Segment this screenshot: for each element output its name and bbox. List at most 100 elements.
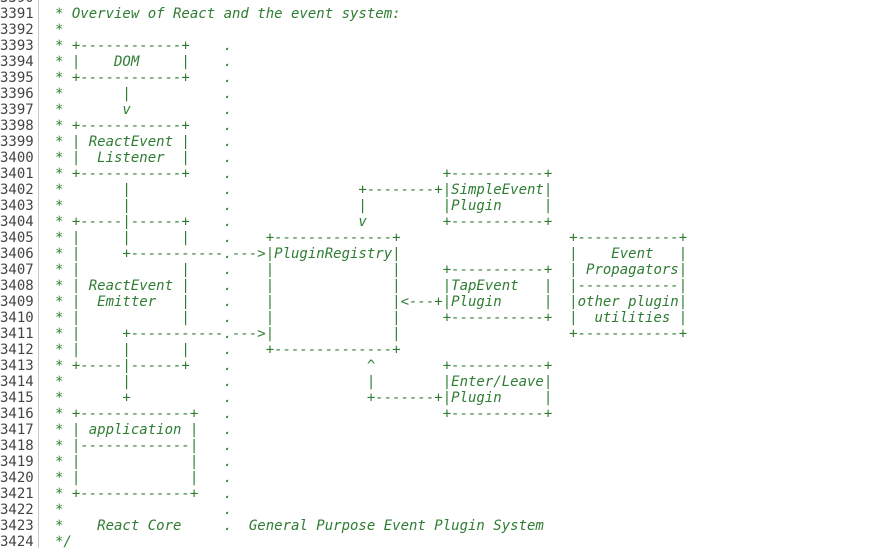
comment-text[interactable]: * <box>55 22 64 38</box>
code-line[interactable]: 3413* +-----|------+ . ^ +-----------+ <box>0 358 883 374</box>
line-number: 3390 <box>0 0 38 6</box>
gutter-divider <box>38 374 39 390</box>
code-line[interactable]: 3414 * | . | |Enter/Leave| <box>0 374 883 390</box>
code-line[interactable]: 3393* +------------+ . <box>0 38 883 54</box>
line-number: 3417 <box>0 422 34 438</box>
code-line[interactable]: 3408* | ReactEvent | . | | |TapEvent | |… <box>0 278 883 294</box>
line-number: 3411 <box>0 326 34 342</box>
comment-text[interactable]: * React Core . General Purpose Event Plu… <box>55 518 544 534</box>
code-line[interactable]: 3423* React Core . General Purpose Event… <box>0 518 883 534</box>
comment-text[interactable]: * + . +-------+|Plugin | <box>55 390 553 406</box>
code-line[interactable]: 3394 * | DOM | . <box>0 54 883 70</box>
code-line[interactable]: 3390* <box>0 0 883 6</box>
line-number: 3422 <box>0 502 34 518</box>
code-line[interactable]: 3398* +------------+ . <box>0 118 883 134</box>
gutter-divider <box>38 246 39 262</box>
gutter-divider <box>38 86 39 102</box>
code-line[interactable]: 3419* | | . <box>0 454 883 470</box>
comment-text[interactable]: * +------------+ . <box>55 70 233 86</box>
gutter-divider <box>38 198 39 214</box>
comment-text[interactable]: * | +-----------.--->|PluginRegistry| | … <box>55 246 688 262</box>
code-line[interactable]: 3397* v . <box>0 102 883 118</box>
code-line[interactable]: 3400 * | Listener | . <box>0 150 883 166</box>
code-line[interactable]: 3401* +------------+ . +-----------+ <box>0 166 883 182</box>
comment-text[interactable]: * +-----|------+ . ^ +-----------+ <box>55 358 553 374</box>
line-number: 3396 <box>0 86 34 102</box>
gutter-divider <box>38 486 39 502</box>
comment-text[interactable]: * +------------+ . <box>55 118 233 134</box>
line-number: 3405 <box>0 230 34 246</box>
gutter-divider <box>38 230 39 246</box>
comment-text[interactable]: */ <box>55 534 72 548</box>
comment-text[interactable]: * | . | |Enter/Leave| <box>55 374 553 390</box>
line-number: 3407 <box>0 262 34 278</box>
code-line[interactable]: 3416 * +-------------+ . +-----------+ <box>0 406 883 422</box>
comment-text[interactable]: * +-----|------+ . v +-----------+ <box>55 214 553 230</box>
comment-text[interactable]: * | | . <box>55 470 233 486</box>
line-number: 3415 <box>0 390 34 406</box>
code-line[interactable]: 3412 * | | | . +--------------+ <box>0 342 883 358</box>
line-number: 3416 <box>0 406 34 422</box>
code-line[interactable]: 3407 * | | . | | +-----------+ | Propagat… <box>0 262 883 278</box>
gutter-divider <box>38 534 39 548</box>
code-line[interactable]: 3410* | | . | | +-----------+ | utilitie… <box>0 310 883 326</box>
code-line[interactable]: 3391* Overview of React and the event sy… <box>0 6 883 22</box>
code-line[interactable]: 3417 * | application | . <box>0 422 883 438</box>
comment-text[interactable]: * v . <box>55 102 233 118</box>
comment-text[interactable]: * | ReactEvent | . | | |TapEvent | |----… <box>55 278 688 294</box>
code-line[interactable]: 3418* |-------------| . <box>0 438 883 454</box>
comment-text[interactable]: * +------------+ . <box>55 38 233 54</box>
code-line[interactable]: 3402* | . +--------+|SimpleEvent| <box>0 182 883 198</box>
code-line[interactable]: 3406* | +-----------.--->|PluginRegistry… <box>0 246 883 262</box>
code-line[interactable]: 3411 * | +-----------.--->| | +----------… <box>0 326 883 342</box>
gutter-divider <box>38 166 39 182</box>
comment-text[interactable]: * | | | . +--------------+ +------------… <box>55 230 688 246</box>
line-number: 3414 <box>0 374 34 390</box>
gutter-divider <box>38 278 39 294</box>
line-number: 3400 <box>0 150 34 166</box>
code-line[interactable]: 3392* <box>0 22 883 38</box>
line-number: 3409 <box>0 294 34 310</box>
comment-text[interactable]: * | | . | | +-----------+ | Propagators| <box>55 262 688 278</box>
comment-text[interactable]: * +------------+ . +-----------+ <box>55 166 553 182</box>
gutter-divider <box>38 342 39 358</box>
comment-text[interactable]: * | ReactEvent | . <box>55 134 233 150</box>
comment-text[interactable]: * | | . <box>55 454 233 470</box>
comment-text[interactable]: * <box>39 0 63 6</box>
code-line[interactable]: 3415 * + . +-------+|Plugin | <box>0 390 883 406</box>
comment-text[interactable]: * | | . | | +-----------+ | utilities | <box>55 310 688 326</box>
comment-text[interactable]: * . <box>55 502 233 518</box>
code-line[interactable]: 3424*/ <box>0 534 883 548</box>
code-line[interactable]: 3404* +-----|------+ . v +-----------+ <box>0 214 883 230</box>
comment-text[interactable]: * | +-----------.--->| | +------------+ <box>55 326 688 342</box>
line-number: 3420 <box>0 470 34 486</box>
comment-text[interactable]: * | application | . <box>55 422 233 438</box>
line-number: 3395 <box>0 70 34 86</box>
comment-text[interactable]: * | Emitter | . | |<---+|Plugin | |other… <box>55 294 688 310</box>
comment-text[interactable]: * | Listener | . <box>55 150 233 166</box>
comment-text[interactable]: * Overview of React and the event system… <box>55 6 401 22</box>
line-number: 3394 <box>0 54 34 70</box>
comment-text[interactable]: * +-------------+ . +-----------+ <box>55 406 553 422</box>
comment-text[interactable]: * | . +--------+|SimpleEvent| <box>55 182 553 198</box>
code-line[interactable]: 3422 * . <box>0 502 883 518</box>
code-line[interactable]: 3409 * | Emitter | . | |<---+|Plugin | |o… <box>0 294 883 310</box>
gutter-divider <box>38 0 39 6</box>
code-line[interactable]: 3421* +-------------+ . <box>0 486 883 502</box>
code-line[interactable]: 3395 * +------------+ . <box>0 70 883 86</box>
comment-text[interactable]: * | DOM | . <box>55 54 233 70</box>
comment-text[interactable]: * |-------------| . <box>55 438 233 454</box>
comment-text[interactable]: * | . | |Plugin | <box>55 198 553 214</box>
comment-text[interactable]: * | . <box>55 86 233 102</box>
code-line[interactable]: 3405 * | | | . +--------------+ +--------… <box>0 230 883 246</box>
comment-text[interactable]: * | | | . +--------------+ <box>55 342 401 358</box>
code-line[interactable]: 3420 * | | . <box>0 470 883 486</box>
code-line[interactable]: 3399* | ReactEvent | . <box>0 134 883 150</box>
line-number: 3412 <box>0 342 34 358</box>
code-line[interactable]: 3396 * | . <box>0 86 883 102</box>
gutter-divider <box>38 54 39 70</box>
gutter-divider <box>38 406 39 422</box>
comment-text[interactable]: * +-------------+ . <box>55 486 233 502</box>
code-line[interactable]: 3403* | . | |Plugin | <box>0 198 883 214</box>
